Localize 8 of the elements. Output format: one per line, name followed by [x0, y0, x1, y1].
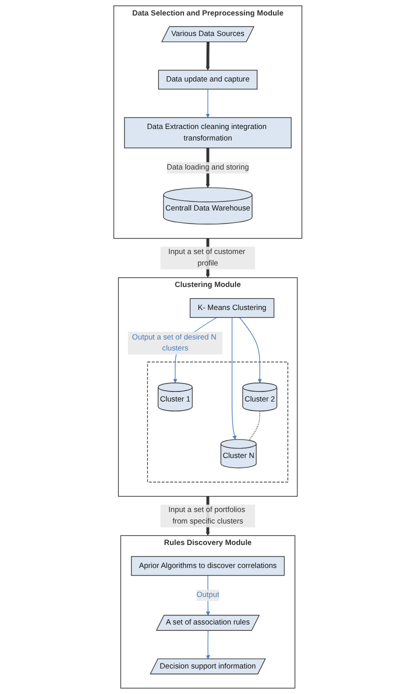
arrow [239, 317, 262, 384]
arrow [206, 88, 210, 118]
connector [248, 410, 260, 441]
arrow [206, 42, 210, 70]
arrow [232, 317, 237, 440]
arrow [206, 575, 210, 616]
cluster [147, 362, 288, 482]
arrow [206, 630, 210, 660]
